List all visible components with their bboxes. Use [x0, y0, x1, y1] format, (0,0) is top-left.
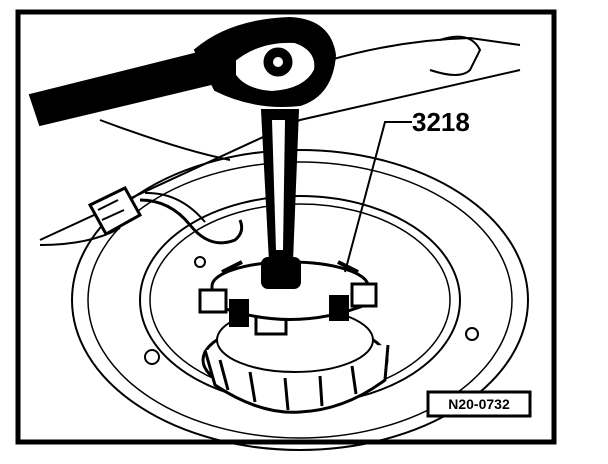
ratchet-wrench-icon	[28, 16, 337, 289]
fuel-pump-flange	[201, 307, 390, 414]
tool-callout-label: 3218	[412, 107, 470, 137]
pump-opening-rings	[71, 149, 529, 451]
mounting-bolts	[144, 256, 479, 365]
wire-harness-connector-icon	[87, 186, 244, 245]
callout-leader-line	[344, 121, 412, 273]
reference-code: N20-0732	[448, 396, 510, 412]
reference-code-box	[426, 390, 532, 418]
